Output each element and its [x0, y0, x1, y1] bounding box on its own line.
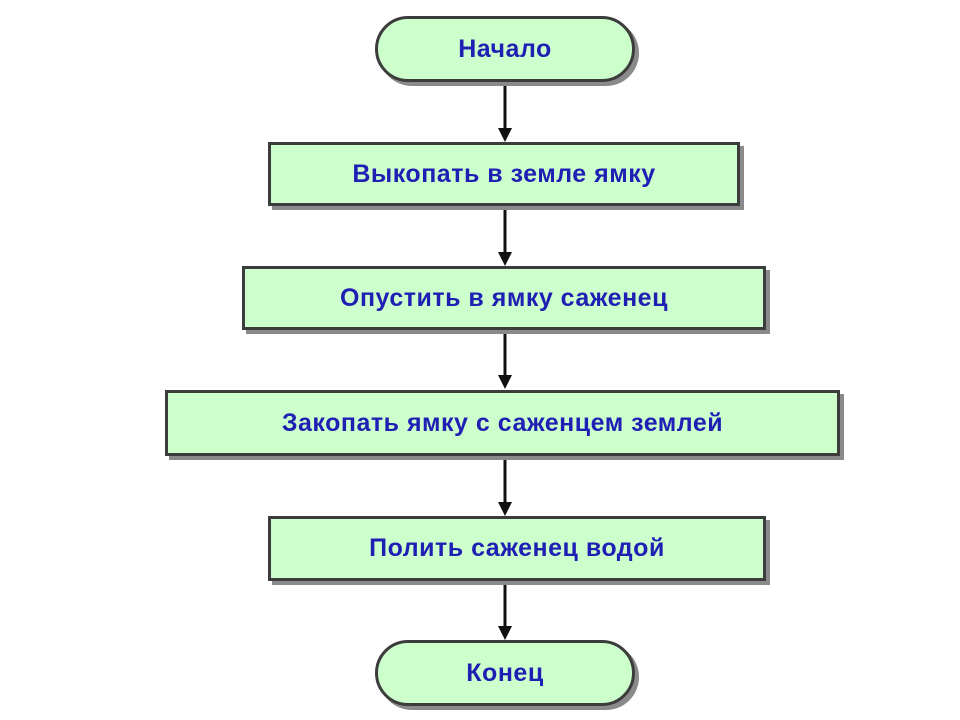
process-label-lower-seedling: Опустить в ямку саженец — [340, 283, 668, 312]
end-node: Конец — [375, 640, 635, 706]
arrowhead-start-step-1 — [498, 128, 512, 142]
process-label-dig-hole: Выкопать в земле ямку — [352, 159, 656, 188]
process-label-bury-hole: Закопать ямку с саженцем землей — [281, 408, 724, 437]
arrowhead-step-1-step-2 — [498, 252, 512, 266]
start-label: Начало — [458, 34, 552, 63]
process-node-bury-hole: Закопать ямку с саженцем землей — [165, 390, 840, 456]
arrowhead-step-4-end — [498, 626, 512, 640]
start-node: Начало — [375, 16, 635, 82]
arrowhead-step-3-step-4 — [498, 502, 512, 516]
arrowhead-step-2-step-3 — [498, 375, 512, 389]
process-node-water-seedling: Полить саженец водой — [268, 516, 766, 581]
end-label: Конец — [466, 658, 544, 687]
process-node-dig-hole: Выкопать в земле ямку — [268, 142, 740, 206]
process-node-lower-seedling: Опустить в ямку саженец — [242, 266, 766, 330]
process-label-water-seedling: Полить саженец водой — [369, 534, 665, 562]
